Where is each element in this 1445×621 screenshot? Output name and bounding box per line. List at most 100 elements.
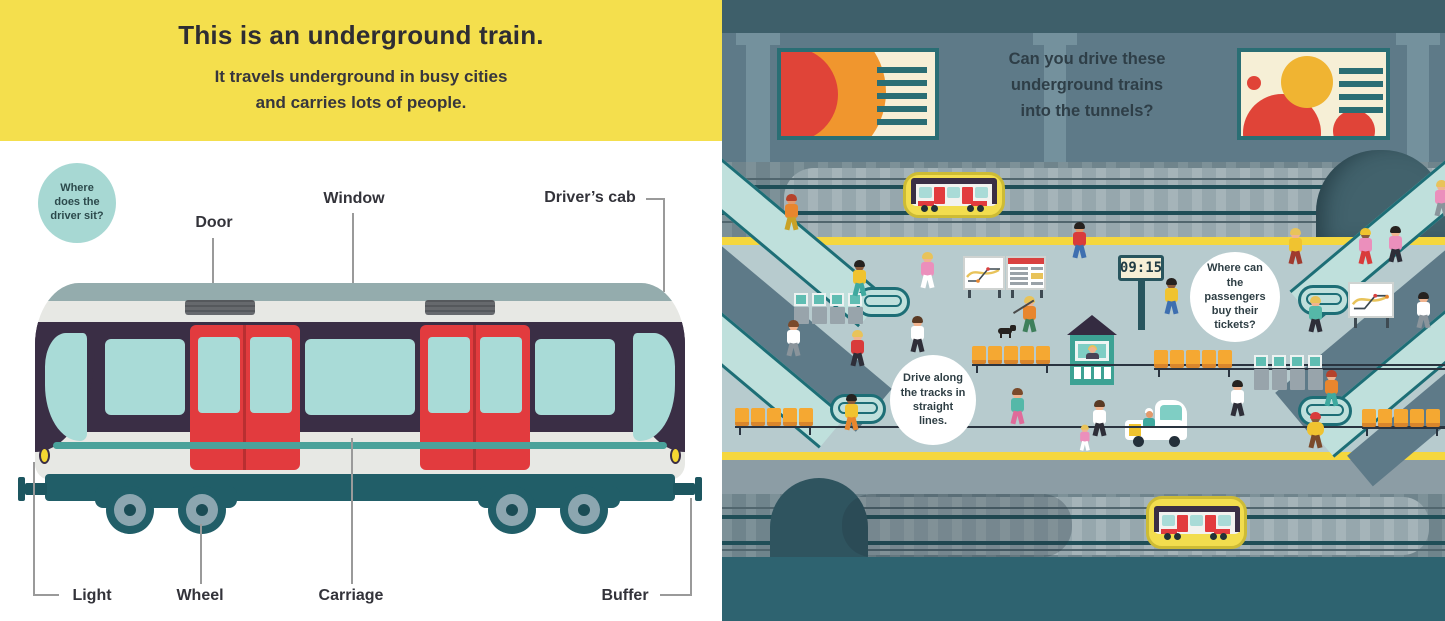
ticket-kiosk[interactable] <box>1067 315 1117 385</box>
tickets-question-bubble: Where can the passengers buy their ticke… <box>1190 252 1280 342</box>
leader-line-door <box>212 238 214 326</box>
person-head <box>1025 298 1034 307</box>
front-light <box>39 447 50 464</box>
luggage-buggy[interactable] <box>1125 398 1187 448</box>
timetable-board <box>1006 256 1046 290</box>
escalator-handrail-end <box>830 394 886 424</box>
person <box>908 316 928 354</box>
person-leg <box>1294 250 1303 265</box>
pillar <box>736 33 780 45</box>
bench-seat <box>1170 350 1184 368</box>
person-torso <box>911 326 924 340</box>
bottom-band <box>722 557 1445 621</box>
person-head <box>1233 382 1242 391</box>
lower-tunnel[interactable] <box>770 478 868 557</box>
buggy-wheel <box>1169 436 1180 447</box>
person-leg <box>1170 300 1179 315</box>
bench-seat <box>1036 346 1050 364</box>
lower-rail <box>722 515 1445 519</box>
leader-line-wheel <box>200 524 202 584</box>
buggy-windshield <box>1160 405 1182 423</box>
bench-seat <box>1202 350 1216 368</box>
lower-track-groove[interactable] <box>784 497 1429 555</box>
billboard-left <box>777 48 939 140</box>
person-leg <box>1016 410 1025 425</box>
train-carriage-body <box>35 283 685 480</box>
dog-leg <box>1009 333 1011 338</box>
side-stripe <box>53 442 667 449</box>
person-torso <box>1093 410 1106 424</box>
person-leg <box>1236 402 1245 417</box>
person-leg <box>910 338 919 353</box>
kiosk-window <box>1075 341 1109 361</box>
label-wheel: Wheel <box>176 587 224 604</box>
leader-line-light-h <box>33 594 59 596</box>
metro-map <box>966 267 1000 283</box>
person-torso <box>1165 288 1178 302</box>
escalator-handrail-end <box>1298 285 1350 315</box>
right-buffer-plate <box>695 477 702 501</box>
leader-line-cab-v <box>663 198 665 292</box>
ceiling-band <box>722 0 1445 33</box>
pillar <box>1033 33 1077 45</box>
bench-seat <box>1020 346 1034 364</box>
wheel <box>560 486 608 534</box>
person-head <box>855 262 864 271</box>
person-hair <box>1232 380 1243 387</box>
person-leg <box>1010 410 1019 425</box>
buggy-wheel <box>1133 436 1144 447</box>
left-page: This is an underground train. It travels… <box>0 0 722 621</box>
clock-time: 09:15 <box>1119 260 1163 276</box>
person-leg <box>1164 300 1173 315</box>
gate-screen <box>794 293 808 306</box>
bench <box>972 346 1445 374</box>
gate-body <box>1254 369 1269 390</box>
bench-seat <box>1004 346 1018 364</box>
bench-seat <box>1218 350 1232 368</box>
person-hair <box>854 260 865 267</box>
person <box>1090 400 1110 438</box>
upper-rail <box>722 185 1445 189</box>
window-1 <box>105 339 185 415</box>
gate-screen <box>1272 355 1286 368</box>
person <box>1078 424 1092 452</box>
person-head <box>1081 426 1089 433</box>
person-torso <box>851 340 864 354</box>
wheel <box>178 486 226 534</box>
driver-head <box>1146 411 1153 418</box>
label-drivers-cab: Driver’s cab <box>544 189 636 206</box>
metro-map-board <box>1348 282 1394 318</box>
person-leg <box>1028 318 1037 333</box>
ticket-machine[interactable] <box>1254 355 1270 391</box>
metro-map <box>1351 293 1389 310</box>
person-torso <box>1080 431 1090 442</box>
drive-instruction-bubble: Drive along the tracks in straight lines… <box>890 355 976 445</box>
bench-leg <box>1046 366 1048 373</box>
bench <box>1154 350 1445 378</box>
bench-leg <box>1158 370 1160 377</box>
gate-screen <box>1254 355 1268 368</box>
page-subtitle-line1: It travels underground in busy cities <box>214 67 508 86</box>
bench-seat <box>1186 350 1200 368</box>
leader-line-buffer-v <box>690 498 692 596</box>
person-torso <box>921 262 934 276</box>
person-leg <box>926 274 935 289</box>
person-hair <box>1094 400 1105 407</box>
dog <box>996 299 1035 338</box>
leader-line-light-v <box>33 462 35 594</box>
page-subtitle-line2: and carries lots of people. <box>255 93 467 112</box>
label-window: Window <box>323 190 385 207</box>
driver-question-bubble: Where does the driver sit? <box>38 163 116 243</box>
train-roof <box>35 283 685 301</box>
person-head <box>1013 390 1022 399</box>
person-leg <box>1084 440 1090 451</box>
right-page: Can you drive these underground trains i… <box>722 0 1445 621</box>
upper-rail <box>722 211 1445 215</box>
dog-head <box>1010 325 1016 331</box>
bench-seat <box>1154 350 1168 368</box>
gate-body <box>812 307 827 324</box>
label-light: Light <box>72 587 112 604</box>
person-torso <box>1231 390 1244 404</box>
person <box>1020 296 1040 334</box>
